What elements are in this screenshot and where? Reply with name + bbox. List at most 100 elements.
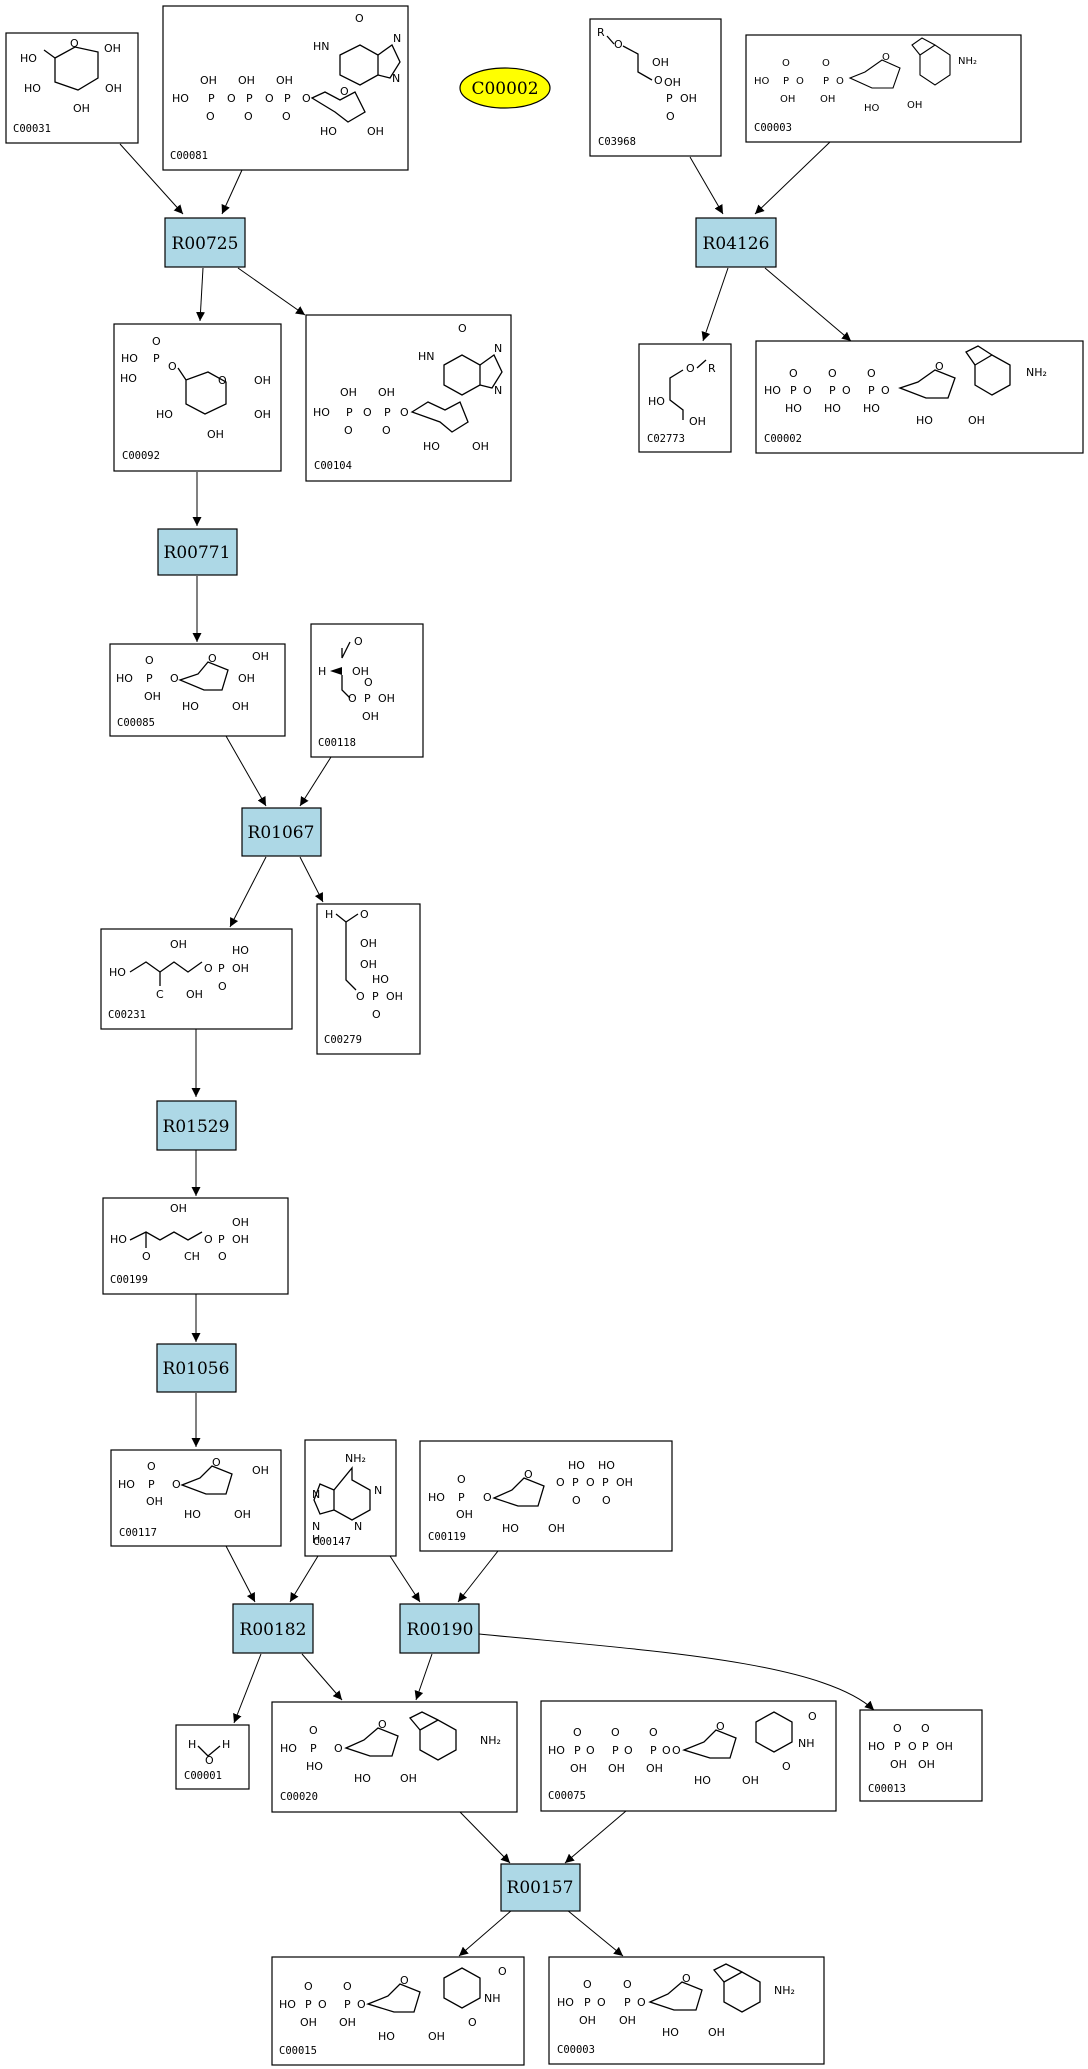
reaction-r00771[interactable]: R00771 [157, 528, 238, 576]
svg-text:O: O [204, 962, 213, 975]
svg-text:OH: OH [200, 74, 217, 87]
svg-text:HO: HO [184, 1508, 201, 1521]
svg-text:O: O [282, 110, 291, 123]
svg-text:OH: OH [378, 386, 395, 399]
svg-text:HO: HO [548, 1744, 565, 1757]
edge-c00003-r04126 [754, 141, 831, 215]
molecule-structure: HO O OH CH O P OH OH O [110, 1202, 249, 1263]
compound-id: C00104 [314, 460, 352, 472]
reaction-r00157[interactable]: R00157 [500, 1863, 581, 1912]
compound-id: C00020 [280, 1791, 318, 1803]
compound-c00118[interactable]: O H OH O P O OH OH C00118 [310, 623, 424, 758]
compound-c00020[interactable]: HO P O HO O O HO OH NH₂ C00020 [271, 1701, 518, 1813]
compound-c00081[interactable]: HO OH OH OH P P P O O O O O O O HN N N O… [162, 5, 409, 171]
compound-c00003-bottom[interactable]: HO P O P O O O OH OH O HO OH NH₂ C00003 [548, 1956, 825, 2065]
compound-c00085[interactable]: HO P O OH O O OH OH HO OH C00085 [109, 643, 286, 737]
compound-c00013[interactable]: HO P O P OH O O OH OH C00013 [859, 1709, 983, 1802]
svg-text:O: O [623, 1978, 632, 1991]
compound-c00075[interactable]: HO P O P O P O O O O OH OH OH O O HO OH … [540, 1700, 837, 1812]
reaction-r01529[interactable]: R01529 [156, 1100, 237, 1151]
svg-text:O: O [70, 37, 79, 50]
compound-c00092[interactable]: HO P O HO O O OH HO OH OH C00092 [113, 323, 282, 472]
svg-text:HO: HO [232, 944, 249, 957]
edge-c00031-r00725 [119, 143, 184, 215]
svg-text:HO: HO [694, 1774, 711, 1787]
svg-text:HO: HO [568, 1459, 585, 1472]
svg-text:P: P [894, 1740, 901, 1753]
svg-text:O: O [206, 110, 215, 123]
svg-text:O: O [458, 322, 467, 335]
reaction-r01056[interactable]: R01056 [156, 1343, 237, 1393]
svg-text:P: P [666, 92, 673, 105]
svg-text:OH: OH [360, 958, 377, 971]
svg-text:O: O [935, 360, 944, 373]
compound-c00002[interactable]: HO P O P O P O O O O HO HO HO O HO OH NH… [755, 340, 1084, 454]
svg-text:O: O [468, 2016, 477, 2029]
svg-text:O: O [882, 52, 890, 63]
svg-text:HO: HO [423, 440, 440, 453]
svg-text:OH: OH [890, 1758, 907, 1771]
highlight-compound[interactable]: C00002 [459, 67, 551, 109]
svg-text:O: O [483, 1491, 492, 1504]
svg-text:OH: OH [232, 962, 249, 975]
reaction-r04126[interactable]: R04126 [695, 217, 777, 268]
compound-c00199[interactable]: HO O OH CH O P OH OH O C00199 [102, 1197, 289, 1295]
compound-box [109, 643, 286, 737]
svg-text:HO: HO [863, 402, 880, 415]
reaction-r00182[interactable]: R00182 [232, 1603, 314, 1654]
compound-box [175, 1724, 250, 1790]
compound-c00119[interactable]: HO P O OH O O HO OH O P O P OH HO HO O O… [419, 1440, 673, 1552]
svg-text:N: N [312, 1520, 320, 1533]
svg-text:P: P [922, 1740, 929, 1753]
compound-c00104[interactable]: HO OH OH P P O O O O O HN N N HO OH C001… [305, 314, 512, 482]
svg-text:O: O [372, 1008, 381, 1021]
compound-c00031[interactable]: HO O OH HO OH OH C00031 [5, 32, 139, 144]
reaction-r01067[interactable]: R01067 [241, 807, 322, 857]
compound-c00279[interactable]: H O OH OH O P HO OH O C00279 [316, 903, 421, 1055]
svg-text:NH₂: NH₂ [1026, 366, 1047, 379]
compound-box [100, 928, 293, 1030]
svg-text:HO: HO [118, 1478, 135, 1491]
svg-text:P: P [574, 1744, 581, 1757]
compound-c00147[interactable]: NH₂ N N N N H C00147 [304, 1439, 397, 1557]
reaction-box [232, 1603, 314, 1654]
molecule-structure: HO OH OH P P O O O O O HN N N HO OH [313, 322, 503, 453]
reaction-label: R01056 [163, 1359, 230, 1379]
svg-text:O: O [524, 1468, 533, 1481]
reaction-label: R00190 [407, 1620, 474, 1640]
molecule-structure: HO P O HO O O HO OH NH₂ [280, 1711, 501, 1785]
svg-text:HO: HO [557, 1996, 574, 2009]
reaction-box [157, 528, 238, 576]
compound-c00015[interactable]: HO P O P O O O OH OH O HO OH O NH O C000… [271, 1956, 525, 2066]
svg-text:N: N [393, 32, 401, 45]
compound-c03968[interactable]: R O OH O P OH OH O C03968 [589, 18, 722, 157]
compound-id: C00119 [428, 1531, 466, 1543]
svg-text:H: H [318, 665, 326, 678]
svg-text:OH: OH [362, 710, 379, 723]
reaction-box [156, 1343, 237, 1393]
svg-text:H: H [222, 1738, 230, 1751]
svg-text:O: O [822, 58, 830, 69]
compound-c00001[interactable]: H O H C00001 [175, 1724, 250, 1790]
highlight-label: C00002 [471, 79, 538, 99]
compound-c00231[interactable]: HO C OH OH O P OH HO O C00231 [100, 928, 293, 1030]
edge-c00117-r00182 [225, 1545, 256, 1603]
compound-box [755, 340, 1084, 454]
compound-c00117[interactable]: HO P O OH O O OH HO OH C00117 [110, 1449, 282, 1547]
reaction-box [241, 807, 322, 857]
compound-box [304, 1439, 397, 1557]
edge-c00085-r01067 [225, 735, 267, 807]
svg-text:P: P [783, 76, 789, 87]
compound-box [305, 314, 512, 482]
compound-c02773[interactable]: O R HO OH C02773 [638, 343, 732, 453]
svg-text:OH: OH [548, 1522, 565, 1535]
compound-c00003-top[interactable]: HO P O P O O O OH OH O HO OH NH₂ C00003 [745, 34, 1022, 143]
svg-text:HO: HO [110, 1233, 127, 1246]
svg-text:O: O [842, 384, 851, 397]
reaction-r00190[interactable]: R00190 [399, 1603, 480, 1654]
svg-text:HO: HO [754, 76, 770, 87]
reaction-r00725[interactable]: R00725 [164, 217, 246, 268]
svg-text:O: O [218, 374, 227, 387]
svg-text:P: P [650, 1744, 657, 1757]
